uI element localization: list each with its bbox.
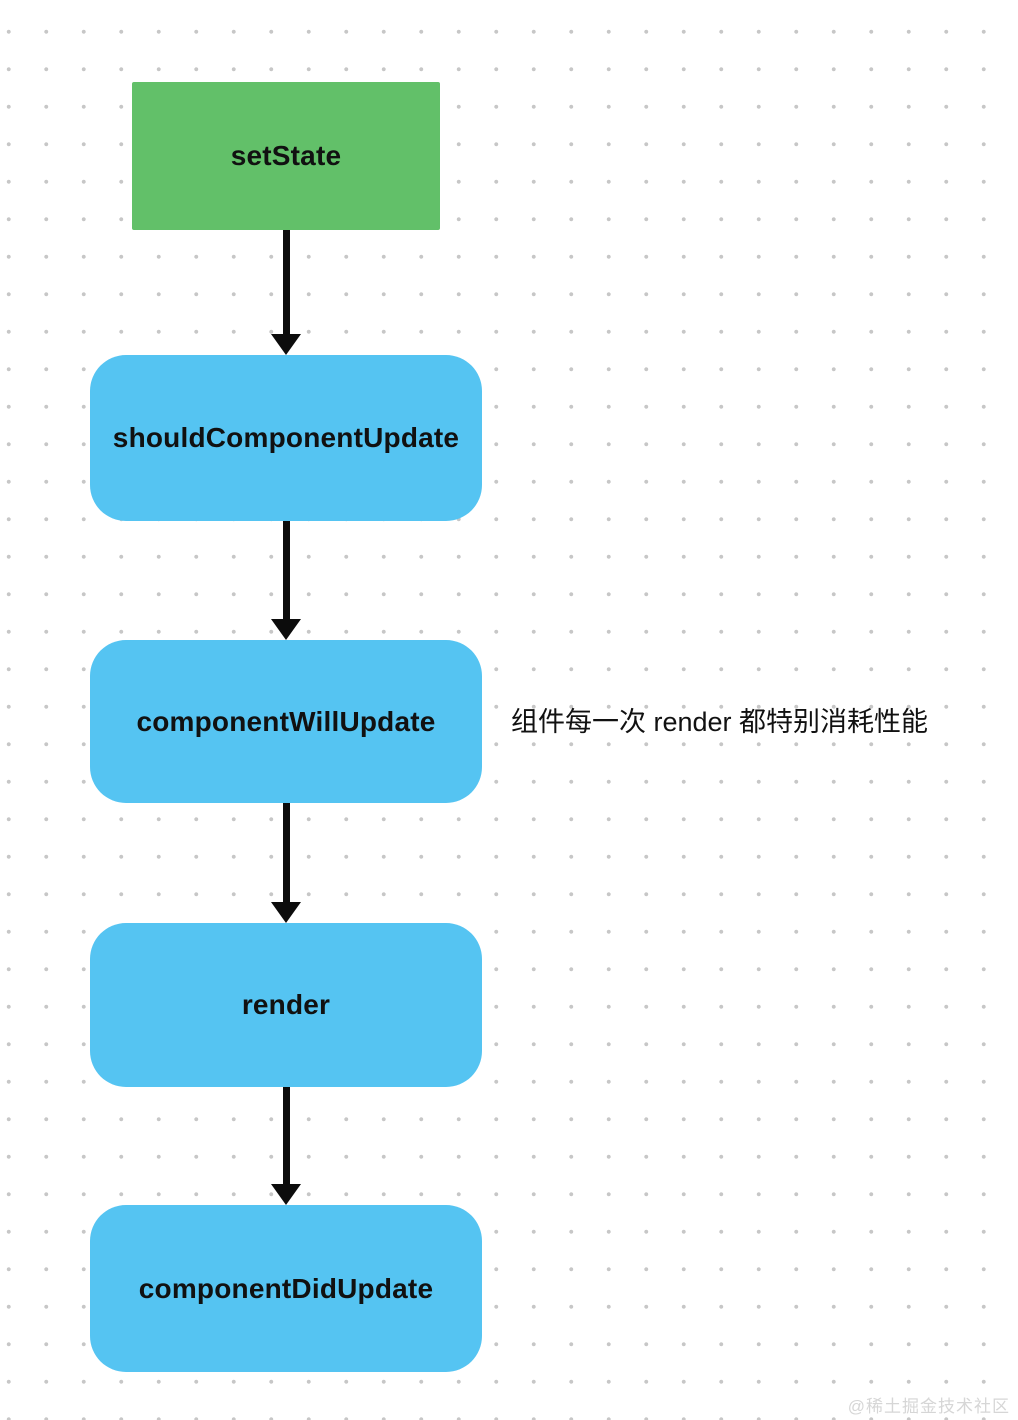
arrowhead-down-icon bbox=[271, 1184, 301, 1205]
node-shouldcomponentupdate-label: shouldComponentUpdate bbox=[112, 422, 460, 453]
node-componentwillupdate: componentWillUpdate bbox=[90, 640, 482, 803]
arrow-shaft bbox=[282, 803, 290, 907]
arrowhead-down-icon bbox=[271, 902, 301, 923]
node-componentdidupdate-label: componentDidUpdate bbox=[138, 1272, 434, 1304]
arrow-shaft bbox=[282, 521, 290, 624]
arrowhead-down-icon bbox=[271, 334, 301, 355]
node-componentdidupdate: componentDidUpdate bbox=[90, 1205, 482, 1372]
arrow-shaft bbox=[282, 230, 290, 339]
arrow-setstate-to-shouldcomponentupdate bbox=[271, 230, 301, 355]
watermark-juejin-community: @稀土掘金技术社区 bbox=[847, 1397, 1010, 1416]
node-componentwillupdate-label: componentWillUpdate bbox=[136, 705, 436, 737]
arrowhead-down-icon bbox=[271, 619, 301, 640]
annotation-render-cost-note: 组件每一次 render 都特别消耗性能 bbox=[511, 707, 929, 737]
node-setstate-label: setState bbox=[230, 140, 342, 171]
arrow-componentwillupdate-to-render bbox=[271, 803, 301, 923]
arrow-shouldcomponentupdate-to-componentwillupdate bbox=[271, 521, 301, 640]
node-setstate: setState bbox=[132, 82, 440, 230]
node-shouldcomponentupdate: shouldComponentUpdate bbox=[90, 355, 482, 521]
node-render-label: render bbox=[241, 989, 331, 1020]
node-render: render bbox=[90, 923, 482, 1087]
arrow-render-to-componentdidupdate bbox=[271, 1087, 301, 1205]
arrow-shaft bbox=[282, 1087, 290, 1189]
